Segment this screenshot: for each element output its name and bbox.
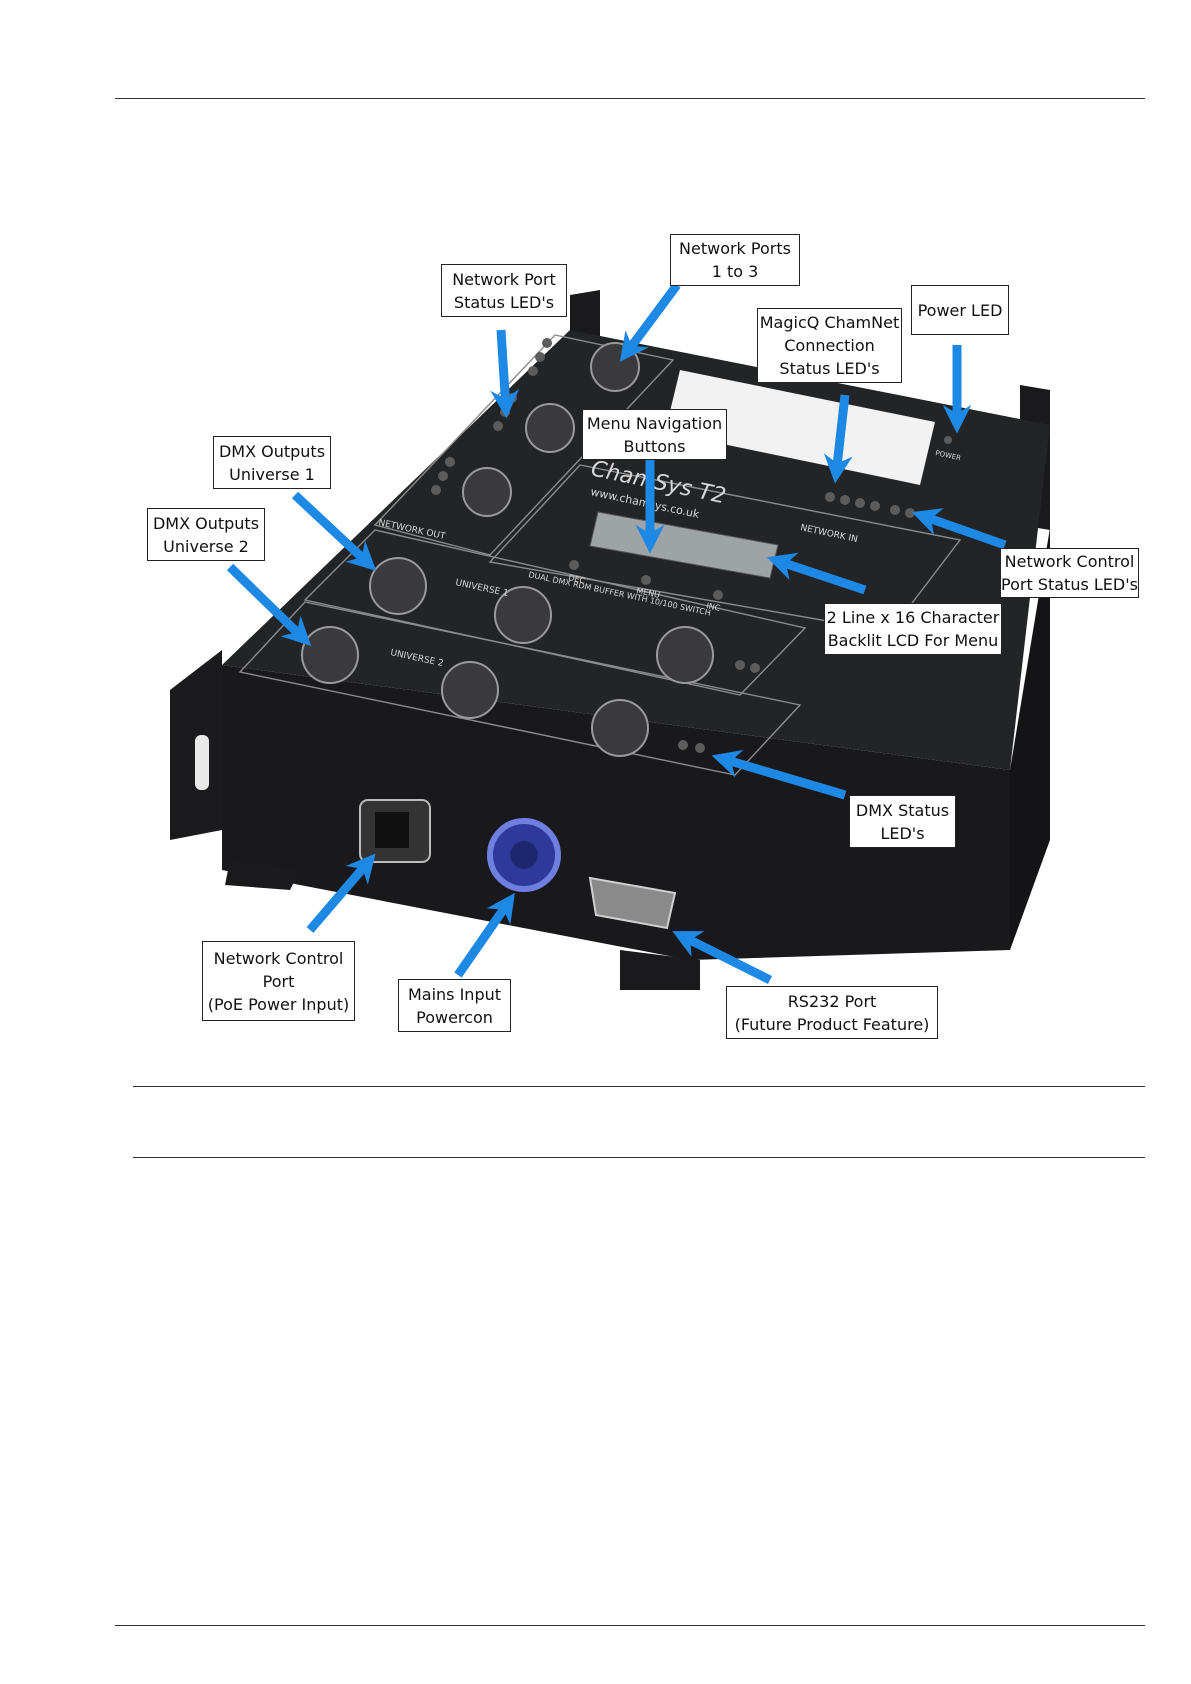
figure-caption-bottom-rule bbox=[133, 1157, 1145, 1158]
front-face bbox=[222, 665, 1010, 960]
callout-dmx-outputs-universe-2: DMX Outputs Universe 2 bbox=[147, 508, 265, 561]
callout-power-led: Power LED bbox=[911, 285, 1009, 335]
lcd-panel bbox=[488, 464, 962, 633]
figure-caption-top-rule bbox=[133, 1086, 1145, 1087]
right-side-face bbox=[1010, 528, 1050, 950]
header-rule bbox=[115, 98, 1145, 99]
callout-lcd: 2 Line x 16 Character Backlit LCD For Me… bbox=[824, 603, 1002, 655]
callout-dmx-outputs-universe-1: DMX Outputs Universe 1 bbox=[213, 436, 331, 489]
white-label bbox=[665, 370, 935, 485]
front-connectors bbox=[359, 799, 677, 930]
front-right-foot bbox=[620, 950, 700, 990]
callout-network-port-status-leds: Network Port Status LED's bbox=[441, 264, 567, 317]
print-dec: DEC bbox=[568, 573, 587, 585]
callout-dmx-status-leds: DMX Status LED's bbox=[849, 795, 956, 848]
xlr-connectors bbox=[301, 557, 714, 757]
callout-network-ports: Network Ports 1 to 3 bbox=[670, 234, 800, 286]
callout-network-control-port: Network Control Port (PoE Power Input) bbox=[202, 941, 355, 1021]
callout-mains-input: Mains Input Powercon bbox=[398, 979, 511, 1032]
footer-rule bbox=[115, 1625, 1145, 1626]
callout-network-control-port-status-leds: Network Control Port Status LED's bbox=[1000, 548, 1139, 598]
callout-arrows bbox=[226, 282, 1007, 985]
front-left-foot bbox=[225, 860, 300, 890]
callout-menu-navigation-buttons: Menu Navigation Buttons bbox=[582, 409, 727, 460]
callout-rs232-port: RS232 Port (Future Product Feature) bbox=[726, 986, 938, 1039]
left-bracket-slot bbox=[195, 735, 209, 790]
status-leds bbox=[431, 338, 952, 753]
callout-magicq-chamnet-leds: MagicQ ChamNet Connection Status LED's bbox=[757, 308, 902, 383]
print-inc: INC bbox=[706, 601, 722, 613]
